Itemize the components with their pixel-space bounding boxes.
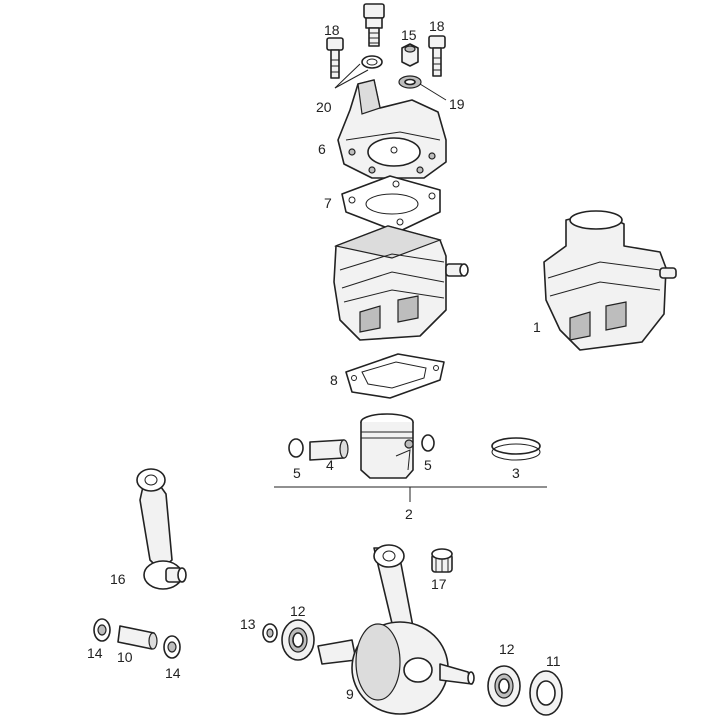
washer-left	[93, 618, 111, 642]
callout-15: 15	[401, 27, 417, 43]
spring-washer	[398, 75, 422, 89]
callout-1: 1	[533, 319, 541, 335]
callout-8: 8	[330, 372, 338, 388]
circlip-right	[421, 434, 435, 452]
cylinder-assembly	[543, 210, 677, 351]
head-gasket	[341, 175, 441, 233]
callout-18-right: 18	[429, 18, 445, 34]
base-gasket	[345, 353, 445, 399]
callout-3: 3	[512, 465, 520, 481]
callout-11: 11	[546, 653, 561, 669]
callout-4: 4	[326, 457, 334, 473]
piston-pin	[309, 439, 349, 461]
piston	[360, 413, 414, 479]
oil-seal	[529, 670, 563, 716]
callout-5-left: 5	[293, 465, 301, 481]
needle-bearing	[431, 548, 453, 573]
cylinder-head	[337, 79, 447, 179]
callout-12-right: 12	[499, 641, 515, 657]
callout-9: 9	[346, 686, 354, 702]
pin	[117, 625, 158, 650]
nut	[401, 43, 419, 67]
callout-6: 6	[318, 141, 326, 157]
bearing-right	[487, 665, 521, 707]
callout-17: 17	[431, 576, 447, 592]
piston-ring	[491, 437, 541, 461]
callout-14-left: 14	[87, 645, 103, 661]
sealing-washer	[361, 55, 383, 69]
callout-12-left: 12	[290, 603, 306, 619]
bolt-right	[428, 35, 446, 77]
circlip-left	[288, 438, 304, 458]
callout-14-right: 14	[165, 665, 181, 681]
cylinder	[333, 225, 469, 341]
callout-2: 2	[405, 506, 413, 522]
crankshaft	[317, 544, 475, 715]
callout-5-right: 5	[424, 457, 432, 473]
bearing-left	[281, 619, 315, 661]
washer-right	[163, 635, 181, 659]
callout-18-left: 18	[324, 22, 340, 38]
stud-fitting	[363, 3, 385, 47]
callout-19: 19	[449, 96, 465, 112]
callout-10: 10	[117, 649, 133, 665]
callout-13: 13	[240, 616, 256, 632]
seal-small	[262, 623, 278, 643]
callout-16: 16	[110, 571, 126, 587]
connecting-rod	[136, 468, 187, 590]
bolt-left	[326, 37, 344, 79]
callout-20: 20	[316, 99, 332, 115]
callout-7: 7	[324, 195, 332, 211]
